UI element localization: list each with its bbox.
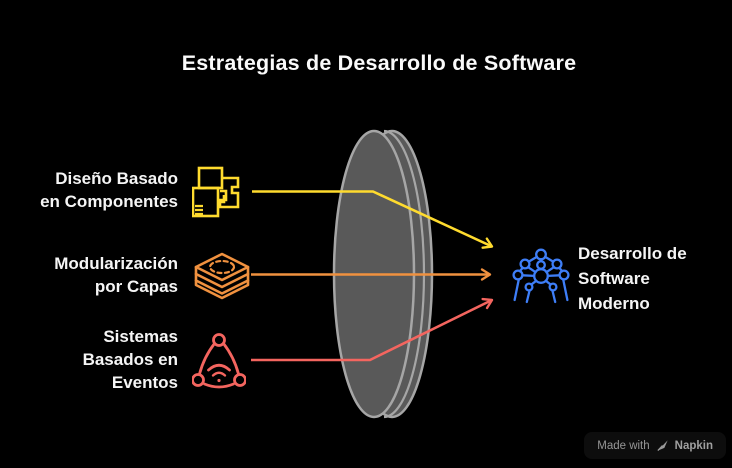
component-puzzle-icon <box>192 166 240 218</box>
page-title: Estrategias de Desarrollo de Software <box>181 51 577 75</box>
watermark-prefix: Made with <box>597 439 650 452</box>
strategy-label-layer-modularization: Modularización por Capas <box>54 254 178 296</box>
atomium-network-icon <box>512 248 570 304</box>
watermark-badge[interactable]: Made with Napkin <box>584 432 726 459</box>
arrow-component-design <box>252 190 494 249</box>
napkin-logo-icon <box>657 440 668 452</box>
arrow-event-systems <box>251 297 494 362</box>
lens-shape <box>332 129 434 419</box>
watermark-brand: Napkin <box>674 439 713 452</box>
layered-cube-icon <box>194 252 250 300</box>
event-network-icon <box>192 333 246 389</box>
outcome-label-modern-software: Desarrollo de Software Moderno <box>578 244 687 313</box>
strategy-label-event-systems: Sistemas Basados en Eventos <box>82 327 178 392</box>
strategy-label-component-design: Diseño Basado en Componentes <box>40 169 178 211</box>
